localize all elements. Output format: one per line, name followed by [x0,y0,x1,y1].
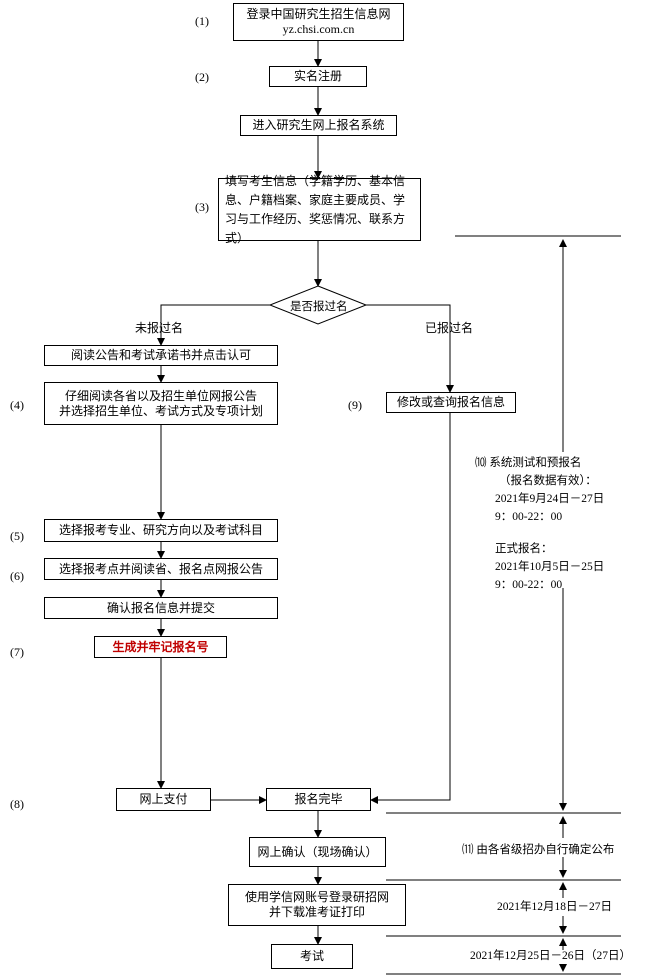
trial-registration-note: ⑽ 系统测试和预报名 （报名数据有效）： 2021年9月24日－27日 9：00… [475,454,604,594]
provincial-text: 由各省级招办自行确定公布 [476,844,615,856]
step-5-label: (5) [10,529,24,543]
read-notice-box: 阅读公告和考试承诺书并点击认可 [44,345,278,366]
branch-no-line [157,304,270,346]
login-title: 登录中国研究生招生信息网 [246,7,391,21]
provincial-note: ⑾ 由各省级招办自行确定公布 [462,841,614,859]
print-dates-note: 2021年12月18日－27日 [497,901,612,913]
print-line2: 并下载准考证打印 [268,905,365,919]
modify-info-box: 修改或查询报名信息 [386,392,516,413]
exam-dates-note: 2021年12月25日－26日（27日） [470,950,631,962]
branch-no-label: 未报过名 [135,321,184,335]
login-url: yz.chsi.com.cn [282,22,355,36]
decision-diamond [268,285,368,325]
read-carefully-line2: 并选择招生单位、考试方式及专项计划 [58,403,263,418]
print-line1: 使用学信网账号登录研招网 [244,890,389,904]
enter-system-box: 进入研究生网上报名系统 [240,115,397,136]
formal-time: 9：00-22：00 [495,579,563,591]
step-2-label: (2) [195,70,209,84]
choose-site-box: 选择报考点并阅读省、报名点网报公告 [44,558,278,580]
decision-label: 是否报过名 [290,301,348,313]
step-6-label: (6) [10,569,24,583]
choose-major-box: 选择报考专业、研究方向以及考试科目 [44,519,278,542]
read-carefully-line1: 仔细阅读各省以及招生单位网报公告 [64,388,257,403]
formal-title: 正式报名： [495,543,553,555]
trial-time: 9：00-22：00 [495,511,563,523]
step-11-label: ⑾ [462,844,474,856]
print-admission-box: 使用学信网账号登录研招网 并下载准考证打印 [228,884,406,926]
complete-box: 报名完毕 [266,788,371,811]
branch-yes-label: 已报过名 [425,321,474,335]
step-4-label: (4) [10,398,24,412]
arrow-modify-complete [370,413,451,804]
trial-dates: 2021年9月24日－27日 [495,493,605,505]
read-carefully-box: 仔细阅读各省以及招生单位网报公告 并选择招生单位、考试方式及专项计划 [44,382,278,425]
trial-title: 系统测试和预报名 [489,457,582,469]
pay-online-box: 网上支付 [116,788,211,811]
step-1-label: (1) [195,14,209,28]
login-box: 登录中国研究生招生信息网 yz.chsi.com.cn [233,3,404,41]
fill-info-box: 填写考生信息（学籍学历、基本信息、户籍档案、家庭主要成员、学习与工作经历、奖惩情… [218,174,421,245]
step-9-label: (9) [348,398,362,412]
generate-number-box: 生成并牢记报名号 [94,636,227,658]
exam-box: 考试 [271,944,353,969]
register-box: 实名注册 [269,66,367,87]
step-7-label: (7) [10,645,24,659]
branch-yes-line [366,304,454,393]
step-8-label: (8) [10,797,24,811]
step-3-label: (3) [195,200,209,214]
trial-note: （报名数据有效）： [499,475,597,487]
formal-dates: 2021年10月5日－25日 [495,561,605,573]
confirm-submit-box: 确认报名信息并提交 [44,597,278,619]
online-confirm-box: 网上确认（现场确认） [249,837,386,867]
step-10-label: ⑽ [475,457,487,469]
